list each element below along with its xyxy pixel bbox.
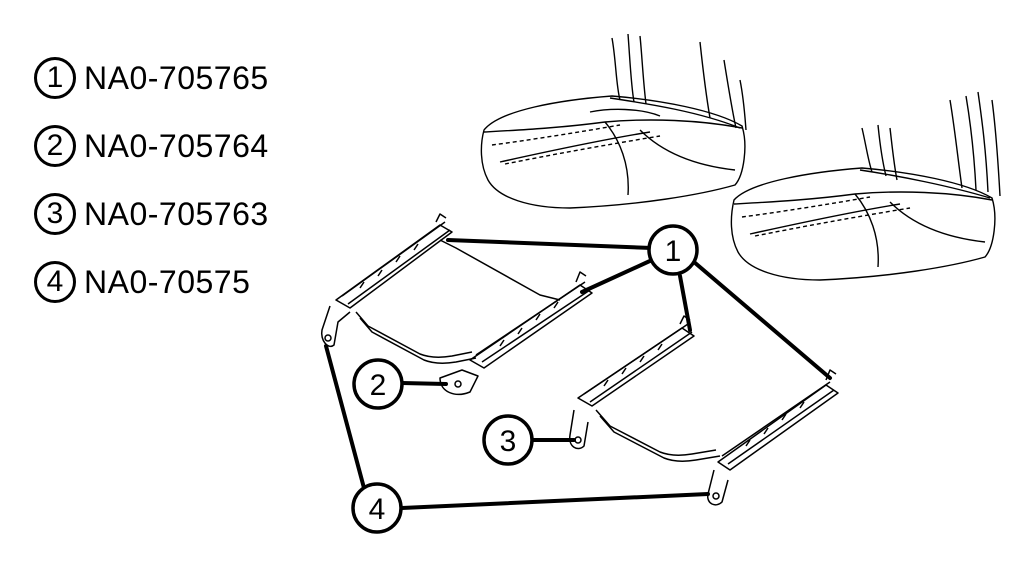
legend-number-4: 4 <box>34 261 76 303</box>
callout-3-circle <box>482 414 534 466</box>
parts-legend: 1 NA0-705765 2 NA0-705764 3 NA0-705763 4… <box>34 44 269 316</box>
legend-item-2: 2 NA0-705764 <box>34 112 269 180</box>
callout-4-label: 4 <box>369 493 386 526</box>
callout-1-circle <box>647 224 699 276</box>
callout-2-circle <box>352 358 404 410</box>
legend-part-number-1: NA0-705765 <box>84 59 269 96</box>
legend-part-number-2: NA0-705764 <box>84 127 269 164</box>
callout-2: 2 <box>352 358 404 410</box>
legend-item-3: 3 NA0-705763 <box>34 180 269 248</box>
callout-4-circle <box>351 482 403 534</box>
legend-part-number-3: NA0-705763 <box>84 195 269 232</box>
seat-cushion-left <box>480 33 747 209</box>
legend-number-2: 2 <box>34 125 76 167</box>
seat-cushion-right <box>730 91 1001 281</box>
leader-4-a <box>324 344 366 490</box>
legend-number-3: 3 <box>34 193 76 235</box>
callout-3: 3 <box>482 414 534 466</box>
leader-1-a <box>446 238 654 250</box>
seat-rail-right <box>569 315 839 506</box>
leader-1-c <box>678 274 692 332</box>
callout-4: 4 <box>351 482 403 534</box>
legend-item-4: 4 NA0-70575 <box>34 248 269 316</box>
callout-1: 1 <box>647 224 699 276</box>
callout-1-label: 1 <box>665 235 682 268</box>
leader-lines <box>324 238 832 510</box>
leader-1-d <box>692 260 832 380</box>
callout-3-label: 3 <box>500 425 517 458</box>
legend-number-1: 1 <box>34 57 76 99</box>
seat-rail-left <box>320 213 593 396</box>
callout-2-label: 2 <box>370 369 387 402</box>
leader-1-b <box>580 258 654 294</box>
legend-item-1: 1 NA0-705765 <box>34 44 269 112</box>
legend-part-number-4: NA0-70575 <box>84 263 251 300</box>
leader-2 <box>400 381 448 386</box>
leader-4-b <box>400 492 710 510</box>
